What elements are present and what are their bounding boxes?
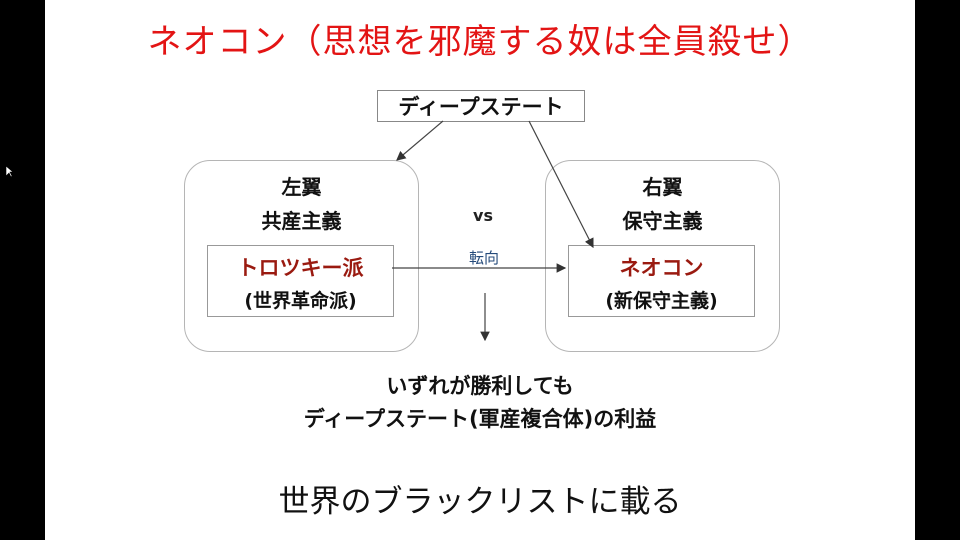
conclusion-line-1: いずれが勝利しても	[386, 374, 574, 398]
arrow-to-neocon	[528, 120, 594, 249]
neocon-box: ネオコン (新保守主義)	[568, 245, 755, 317]
trotskyist-box: トロツキー派 (世界革命派)	[207, 245, 394, 317]
slide: ネオコン（思想を邪魔する奴は全員殺せ） ディープステート 左翼 共産主義 トロツ…	[45, 0, 915, 540]
deep-state-box: ディープステート	[377, 90, 585, 122]
connector-arrows	[392, 120, 594, 342]
slide-title: ネオコン（思想を邪魔する奴は全員殺せ）	[147, 22, 813, 62]
left-wing-panel: 左翼 共産主義 トロツキー派 (世界革命派)	[184, 160, 419, 352]
right-wing-heading: 右翼	[642, 175, 683, 199]
communism-heading: 共産主義	[261, 209, 342, 233]
mouse-cursor-icon	[5, 163, 14, 178]
conservatism-heading: 保守主義	[622, 209, 703, 233]
conversion-label: 転向	[468, 249, 499, 267]
blacklist-caption: 世界のブラックリストに載る	[278, 484, 682, 520]
trotskyist-label: トロツキー派	[237, 256, 364, 280]
vs-label: vs	[473, 206, 493, 225]
neocon-label: ネオコン	[619, 256, 704, 280]
arrow-to-left-wing	[396, 120, 444, 161]
neoconservatism-label: (新保守主義)	[605, 290, 718, 312]
left-wing-heading: 左翼	[281, 175, 322, 199]
world-revolution-label: (世界革命派)	[244, 290, 357, 312]
conclusion-line-2: ディープステート(軍産複合体)の利益	[303, 407, 657, 431]
right-wing-panel: 右翼 保守主義 ネオコン (新保守主義)	[545, 160, 780, 352]
